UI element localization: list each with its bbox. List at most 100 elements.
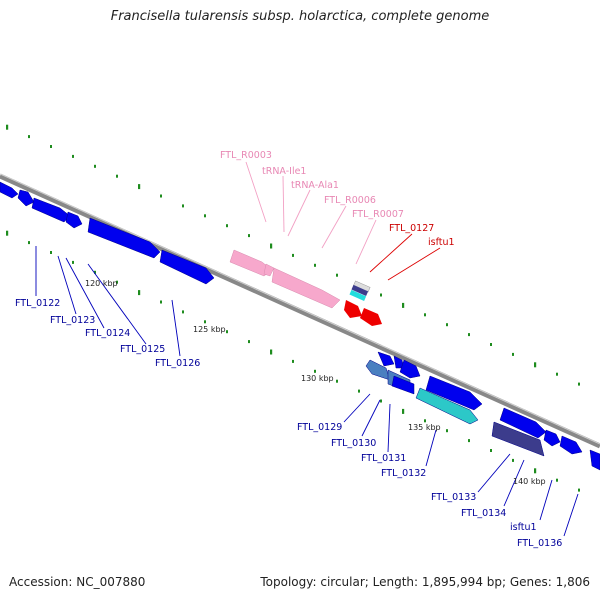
feature-label: FTL_0126: [155, 358, 200, 369]
gene-block[interactable]: [589, 449, 600, 471]
track-dot: [204, 320, 206, 324]
leader-lines: [35, 161, 579, 537]
track-dot: [226, 224, 228, 228]
track-dot: [160, 300, 162, 304]
gene-block[interactable]: [159, 249, 215, 285]
feature-label: tRNA-Ile1: [262, 166, 306, 177]
track-dot: [28, 135, 30, 139]
track-dot: [336, 379, 338, 383]
feature-label: tRNA-Ala1: [291, 180, 339, 191]
gene-block[interactable]: [491, 421, 545, 457]
track-dot: [248, 234, 250, 238]
track-dot: [534, 468, 537, 474]
gene-block[interactable]: [499, 407, 547, 439]
track-dot: [336, 273, 338, 277]
feature-label: isftu1: [510, 522, 537, 533]
gene-block[interactable]: [87, 217, 161, 259]
rna-features: [229, 249, 341, 309]
scale-tick-label: 140 kbp: [513, 477, 546, 486]
track-dot: [28, 241, 30, 245]
track-dot: [534, 362, 537, 368]
track-dot: [72, 154, 74, 158]
feature-label: FTL_0134: [461, 508, 506, 519]
scale-tick-label: 135 kbp: [408, 423, 441, 432]
track-dot: [512, 352, 514, 356]
track-dot: [556, 478, 558, 482]
track-dot: [270, 349, 273, 355]
feature-label: FTL_0131: [361, 453, 406, 464]
track-dot: [72, 260, 74, 264]
track-dot: [94, 270, 96, 274]
gene-block[interactable]: [351, 284, 369, 296]
gene-block[interactable]: [377, 351, 395, 367]
feature-label: FTL_0123: [50, 315, 95, 326]
gene-block[interactable]: [17, 189, 35, 207]
gene-block[interactable]: [65, 211, 83, 229]
track-dot: [578, 488, 580, 492]
feature-label: FTL_0124: [85, 328, 130, 339]
cds-features-left: [0, 181, 215, 285]
feature-label: FTL_0136: [517, 538, 562, 549]
track-dot: [402, 302, 405, 308]
rna-block[interactable]: [271, 267, 341, 309]
gene-block[interactable]: [399, 359, 421, 379]
track-dot: [468, 439, 470, 443]
topology-text: Topology: circular; Length: 1,895,994 bp…: [260, 575, 590, 589]
track-dot: [270, 243, 273, 249]
track-dot: [578, 382, 580, 386]
track-dot: [314, 369, 316, 373]
feature-label: FTL_0132: [381, 468, 426, 479]
feature-label: FTL_0125: [120, 344, 165, 355]
track-dot: [468, 333, 470, 337]
gene-block[interactable]: [415, 387, 479, 425]
track-dot: [490, 343, 492, 346]
track-dot: [490, 449, 492, 452]
gene-block[interactable]: [0, 181, 19, 199]
track-dot: [358, 389, 360, 393]
scale-tick-label: 125 kbp: [193, 325, 226, 334]
feature-label: FTL_R0006: [324, 195, 376, 206]
feature-label: isftu1: [428, 237, 455, 248]
feature-label: FTL_0122: [15, 298, 60, 309]
gene-block[interactable]: [543, 429, 561, 447]
rna-block[interactable]: [263, 263, 275, 277]
accession-text: Accession: NC_007880: [9, 575, 146, 589]
track-dot: [380, 293, 382, 297]
gene-block[interactable]: [425, 375, 483, 411]
track-dot: [138, 184, 141, 190]
track-dot: [446, 323, 448, 327]
scale-tick-label: 120 kbp: [85, 279, 118, 288]
track-dot: [50, 251, 52, 254]
feature-label: FTL_R0003: [220, 150, 272, 161]
track-dot: [50, 145, 52, 148]
track-dot: [226, 330, 228, 334]
track-dot: [6, 124, 9, 130]
track-dot: [116, 174, 118, 178]
gene-block[interactable]: [559, 435, 583, 455]
genome-backbone: [0, 173, 600, 449]
track-dot: [248, 340, 250, 344]
map-title: Francisella tularensis subsp. holarctica…: [110, 9, 490, 24]
gene-block[interactable]: [391, 375, 415, 395]
gene-block[interactable]: [344, 300, 362, 318]
cds-features-right: [365, 351, 600, 471]
gene-block[interactable]: [365, 359, 391, 381]
track-dot: [160, 194, 162, 198]
track-dot: [292, 253, 294, 257]
genome-backbone-highlight: [0, 173, 600, 445]
track-dot: [182, 204, 184, 208]
track-dot: [314, 263, 316, 267]
track-dot: [182, 310, 184, 314]
feature-label: FTL_0127: [389, 223, 434, 234]
dot-tracks: [6, 124, 580, 492]
track-dot: [6, 230, 9, 236]
scale-tick-label: 130 kbp: [301, 374, 334, 383]
track-dot: [556, 372, 558, 376]
track-dot: [380, 399, 382, 403]
track-dot: [204, 214, 206, 218]
feature-label: FTL_R0007: [352, 209, 404, 220]
gene-block[interactable]: [349, 289, 367, 301]
track-dot: [116, 280, 118, 284]
gene-block[interactable]: [360, 308, 382, 326]
